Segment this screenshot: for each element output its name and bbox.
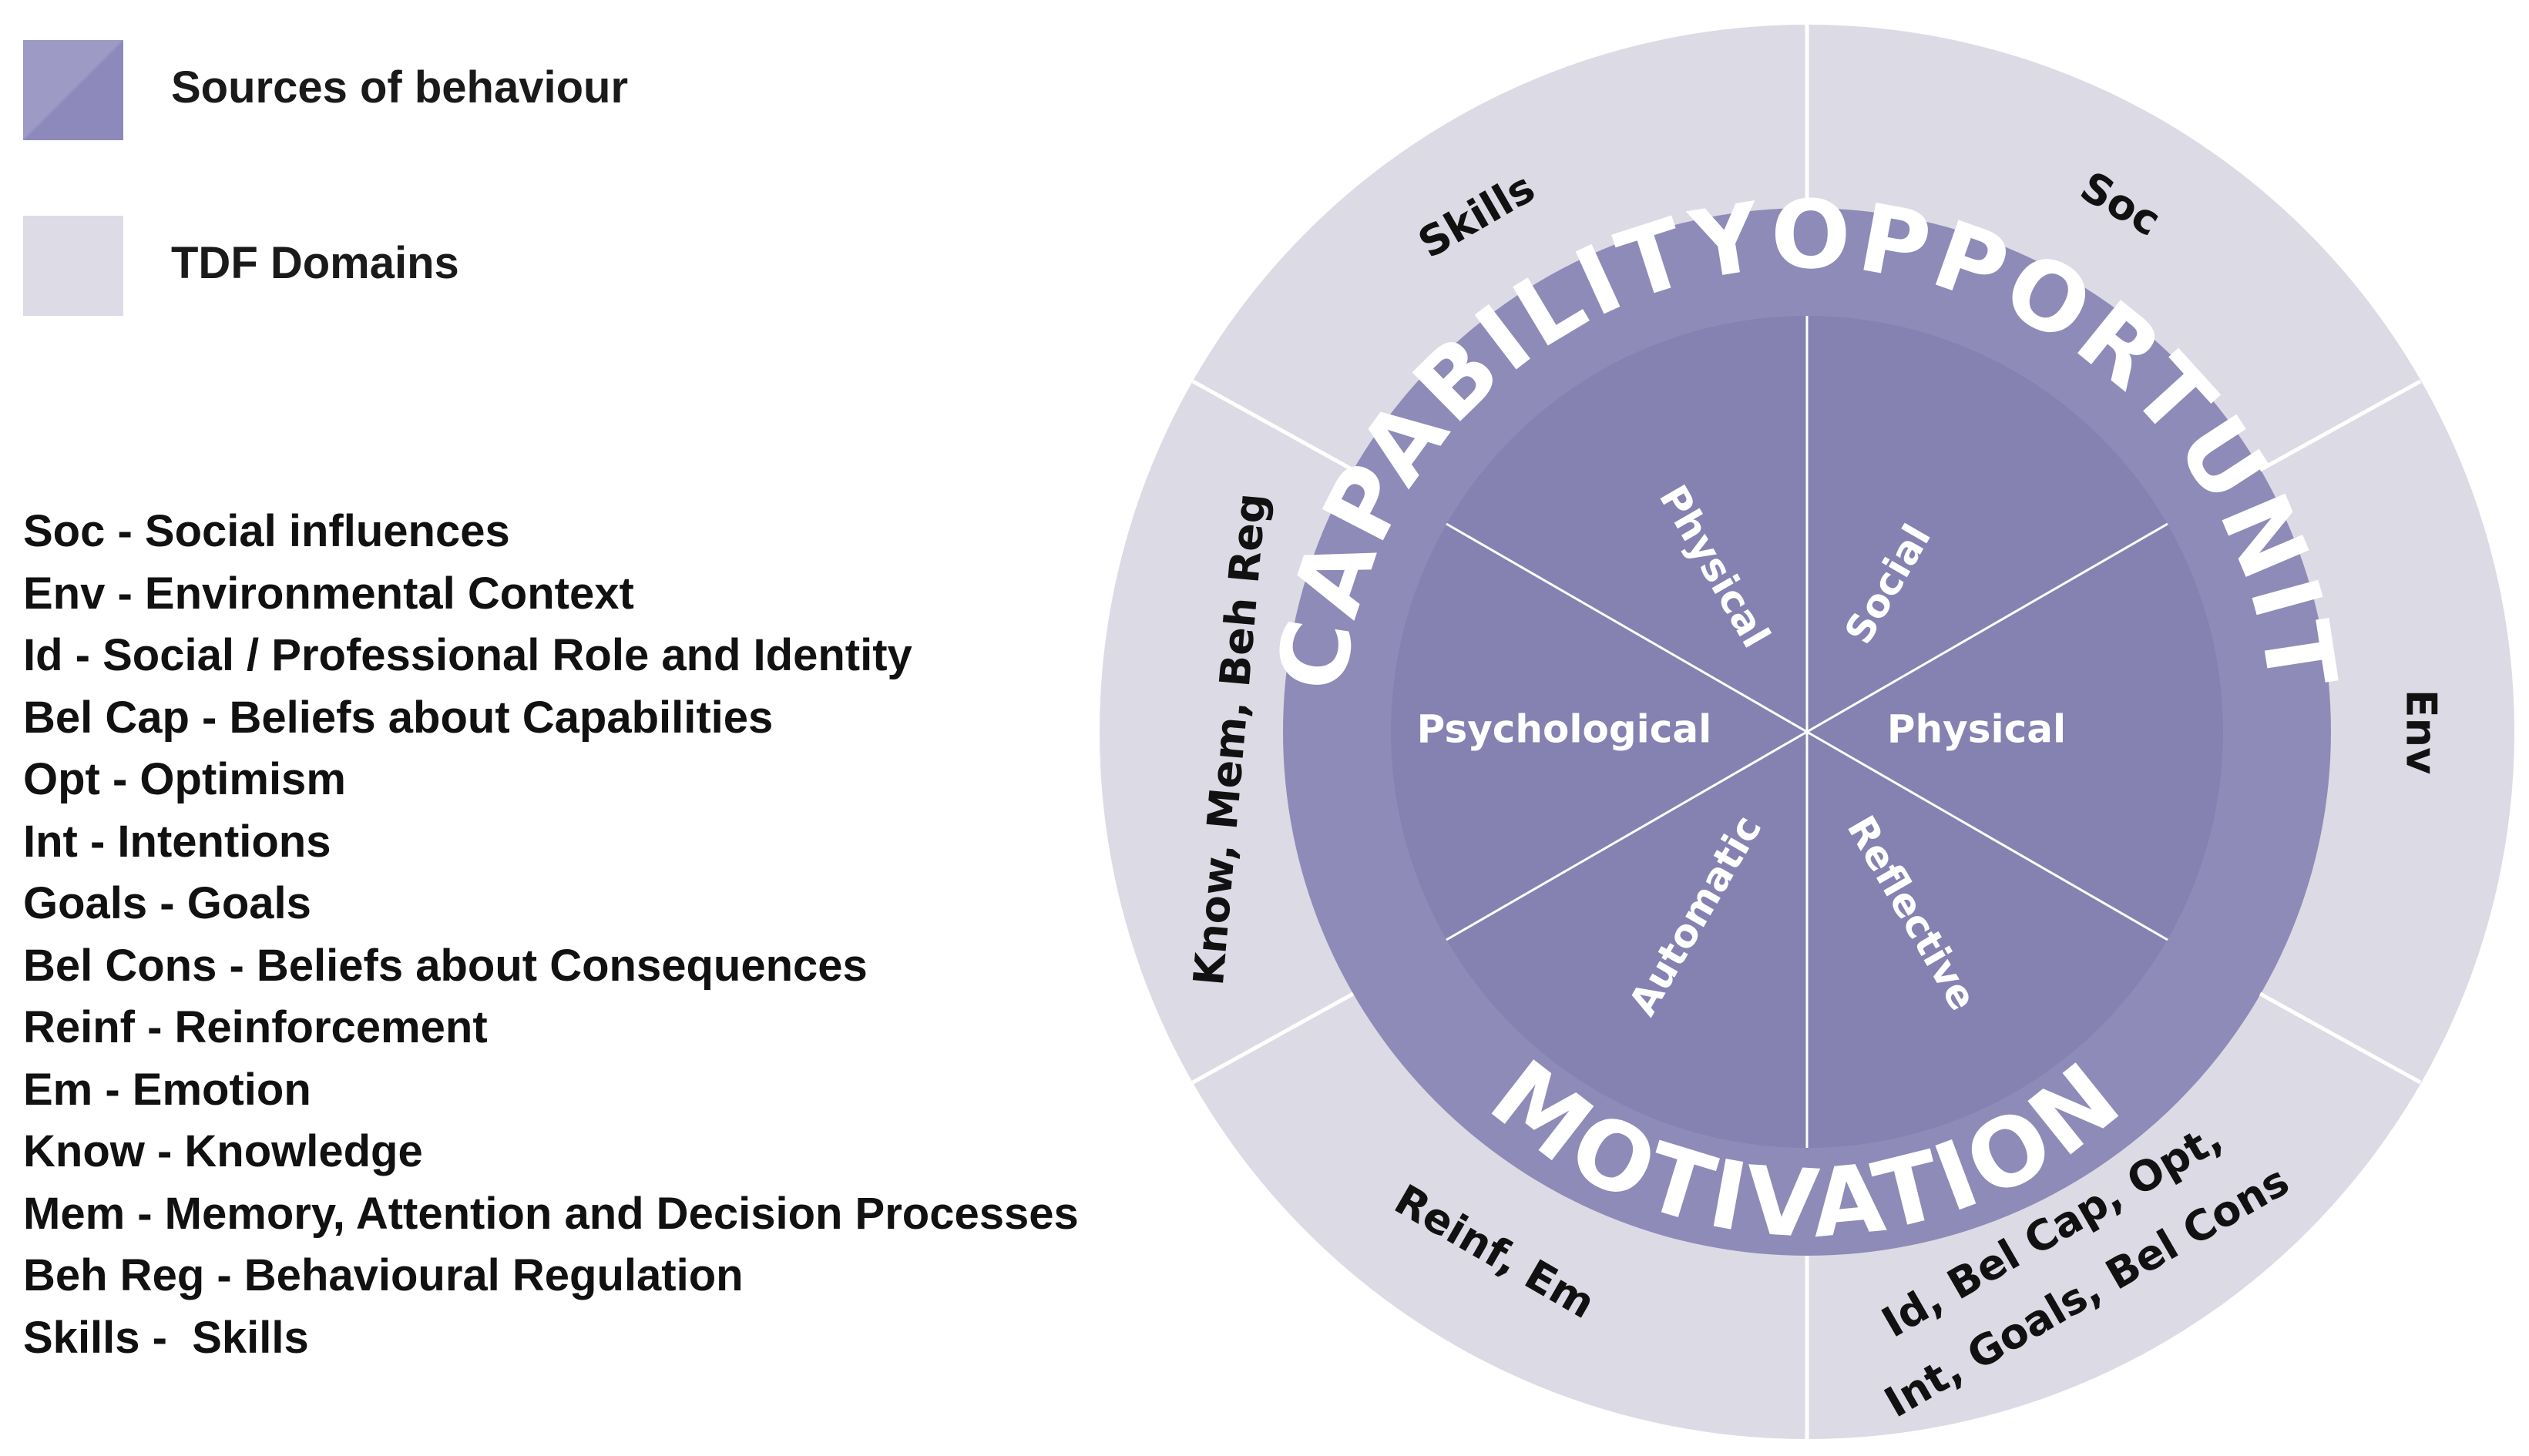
outer-divider [1191,991,1355,1085]
outer-divider [2259,991,2422,1085]
tdf-legend-label: TDF Domains [171,238,459,288]
abbr-item: Bel Cons - Beliefs about Consequences [23,940,868,991]
abbr-item: Id - Social / Professional Role and Iden… [23,630,912,680]
abbr-item: Skills - Skills [23,1312,309,1363]
tdf-legend-swatch [23,216,123,316]
abbr-item: Know - Knowledge [23,1126,423,1176]
abbr-item: Beh Reg - Behavioural Regulation [23,1250,744,1300]
sources-legend-label: Sources of behaviour [171,62,629,112]
abbr-item: Mem - Memory, Attention and Decision Pro… [23,1188,1079,1239]
capability-psychological-label: Psychological [1417,707,1712,752]
inner-divider [1446,522,2168,941]
abbr-item: Env - Environmental Context [23,568,634,619]
outer-divider-lines [1191,25,2422,1439]
abbr-item: Bel Cap - Beliefs about Capabilities [23,692,774,743]
inner-divider-lines [1446,316,2168,1148]
abbr-item: Soc - Social influences [23,506,510,556]
opportunity-physical-label: Physical [1887,707,2066,752]
outer-divider [2259,379,2422,472]
outer-divider [1191,379,1355,472]
abbr-item: Reinf - Reinforcement [23,1002,488,1052]
abbr-item: Goals - Goals [23,878,311,928]
abbr-item: Opt - Optimism [23,754,346,804]
abbr-item: Int - Intentions [23,816,331,867]
sources-legend-swatch [23,40,123,140]
domain-env-label: Env [2396,689,2445,775]
abbreviation-list: Soc - Social influences Env - Environmen… [23,501,1079,1369]
abbr-item: Em - Emotion [23,1064,311,1115]
